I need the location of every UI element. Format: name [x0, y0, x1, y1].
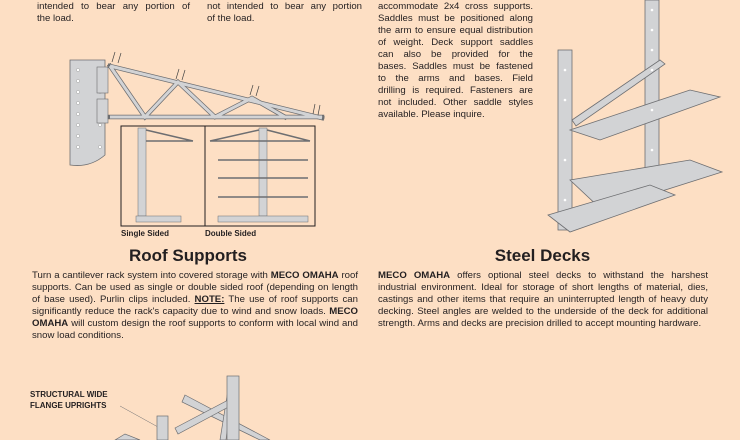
roof-supports-title: Roof Supports	[128, 246, 248, 265]
saddles-text: accommodate 2x4 cross supports. Saddles …	[378, 1, 533, 120]
roof-supports-body: Turn a cantilever rack system into cover…	[32, 270, 359, 341]
roof-support-illustration	[69, 51, 325, 227]
double-sided-label: Double Sided	[205, 229, 257, 238]
steel-deck-rack-illustration	[547, 0, 724, 233]
wide-flange-upright-illustration	[114, 375, 271, 440]
top-middle-fragment: not intended to bear any portion of the …	[207, 1, 362, 24]
steel-decks-body: MECO OMAHA offers optional steel decks t…	[378, 270, 709, 329]
single-sided-label: Single Sided	[121, 229, 170, 238]
steel-decks-title: Steel Decks	[494, 246, 591, 265]
top-left-fragment: intended to bear any portion of the load…	[37, 1, 190, 24]
